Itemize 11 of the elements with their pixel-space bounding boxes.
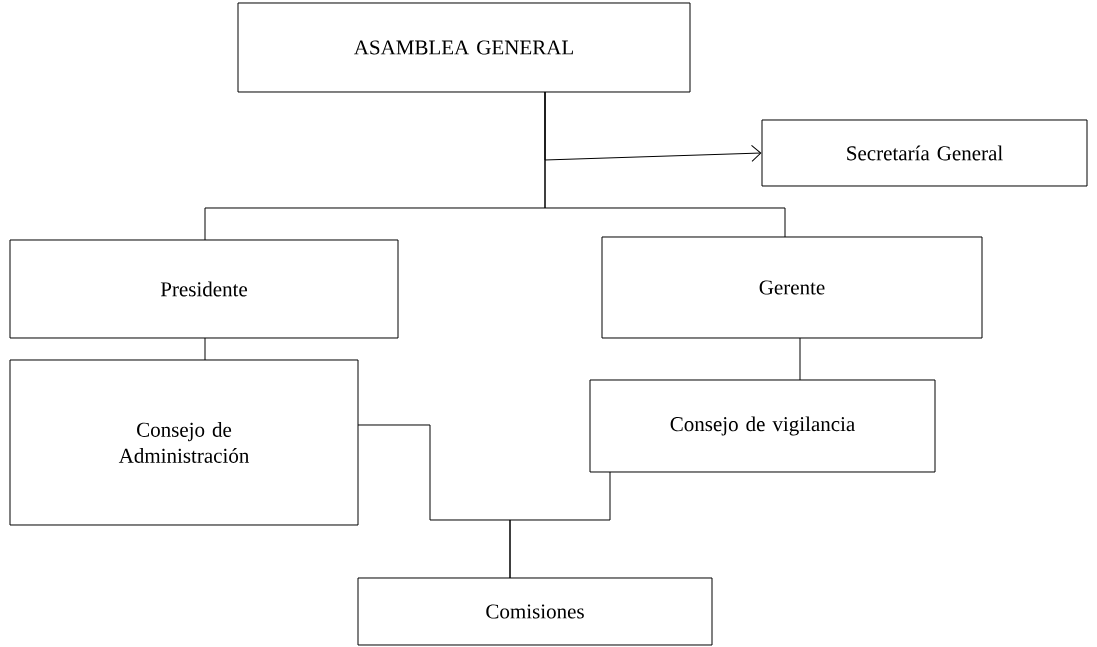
org-box: ASAMBLEA GENERAL (237, 2, 691, 93)
connector-line (204, 337, 206, 361)
org-box: Consejo de Administración (9, 359, 359, 526)
org-box: Gerente (601, 236, 983, 339)
connector-line (544, 91, 786, 238)
connector-line (799, 337, 801, 381)
org-box: Presidente (9, 239, 399, 339)
org-box: Secretaría General (761, 119, 1088, 187)
org-box: Comisiones (357, 577, 713, 646)
connector-line (509, 471, 611, 579)
org-box: Consejo de vigilancia (589, 379, 936, 473)
